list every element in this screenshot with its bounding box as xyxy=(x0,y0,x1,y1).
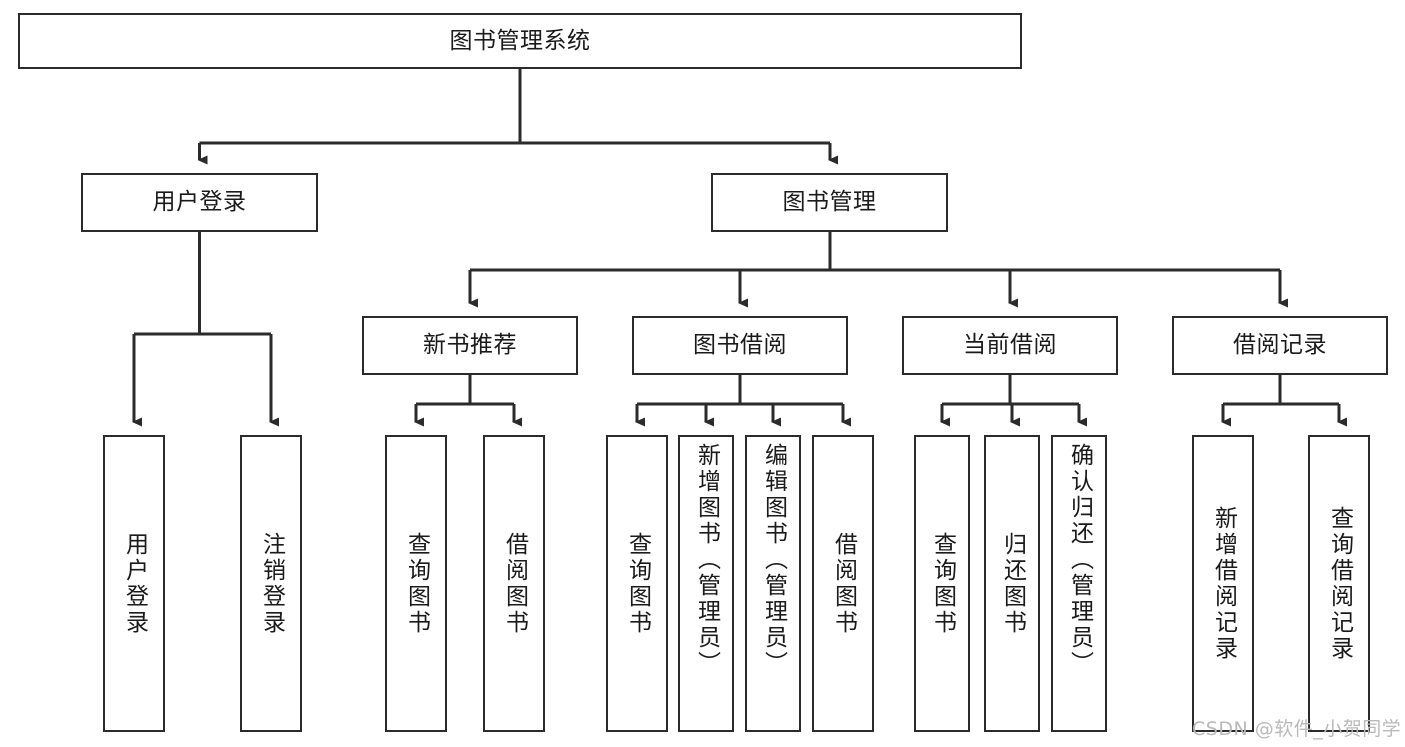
node-leaf-logout-login[interactable]: 注销登录 xyxy=(240,435,302,732)
node-leaf-return-book[interactable]: 归还图书 xyxy=(984,435,1040,732)
node-leaf-query-borrow-record[interactable]: 查询借阅记录 xyxy=(1308,435,1370,732)
node-new-book-recommend-label: 新书推荐 xyxy=(423,332,517,359)
node-leaf-logout-login-label: 注销登录 xyxy=(258,531,285,636)
node-leaf-borrow-book-1-label: 借阅图书 xyxy=(501,531,528,636)
node-leaf-add-book-admin[interactable]: 新增图书（管理员） xyxy=(678,435,734,732)
node-user-login[interactable]: 用户登录 xyxy=(81,173,318,232)
node-root-label: 图书管理系统 xyxy=(449,27,591,54)
node-leaf-query-book-2-label: 查询图书 xyxy=(624,531,651,636)
node-leaf-borrow-book-1[interactable]: 借阅图书 xyxy=(483,435,545,732)
node-leaf-confirm-return-admin-label: 确认归还（管理员） xyxy=(1066,443,1093,677)
node-leaf-edit-book-admin-label: 编辑图书（管理员） xyxy=(760,443,787,677)
csdn-watermark: CSDN @软件_小贺同学 xyxy=(1192,718,1402,740)
node-borrow-record[interactable]: 借阅记录 xyxy=(1172,316,1388,375)
node-borrow-record-label: 借阅记录 xyxy=(1233,332,1327,359)
node-leaf-query-book-1-label: 查询图书 xyxy=(403,531,430,636)
node-book-borrow-label: 图书借阅 xyxy=(693,332,787,359)
node-book-management-label: 图书管理 xyxy=(782,189,877,216)
node-leaf-borrow-book-2-label: 借阅图书 xyxy=(830,531,857,636)
node-leaf-add-book-admin-label: 新增图书（管理员） xyxy=(693,443,720,677)
node-root[interactable]: 图书管理系统 xyxy=(18,13,1022,69)
node-current-borrow[interactable]: 当前借阅 xyxy=(902,316,1118,375)
node-leaf-query-book-3-label: 查询图书 xyxy=(929,531,956,636)
node-book-borrow[interactable]: 图书借阅 xyxy=(632,316,848,375)
node-leaf-return-book-label: 归还图书 xyxy=(999,531,1026,636)
node-leaf-user-login-label: 用户登录 xyxy=(121,531,148,636)
node-leaf-confirm-return-admin[interactable]: 确认归还（管理员） xyxy=(1051,435,1107,732)
node-leaf-user-login[interactable]: 用户登录 xyxy=(103,435,165,732)
node-leaf-query-borrow-record-label: 查询借阅记录 xyxy=(1326,505,1353,662)
node-leaf-edit-book-admin[interactable]: 编辑图书（管理员） xyxy=(745,435,801,732)
node-leaf-query-book-3[interactable]: 查询图书 xyxy=(914,435,970,732)
node-leaf-borrow-book-2[interactable]: 借阅图书 xyxy=(812,435,874,732)
node-leaf-query-book-1[interactable]: 查询图书 xyxy=(385,435,447,732)
node-new-book-recommend[interactable]: 新书推荐 xyxy=(362,316,578,375)
node-leaf-query-book-2[interactable]: 查询图书 xyxy=(606,435,668,732)
node-leaf-add-borrow-record-label: 新增借阅记录 xyxy=(1210,505,1237,662)
node-book-management[interactable]: 图书管理 xyxy=(711,173,948,232)
node-current-borrow-label: 当前借阅 xyxy=(963,332,1057,359)
node-user-login-label: 用户登录 xyxy=(152,189,247,216)
node-leaf-add-borrow-record[interactable]: 新增借阅记录 xyxy=(1192,435,1254,732)
